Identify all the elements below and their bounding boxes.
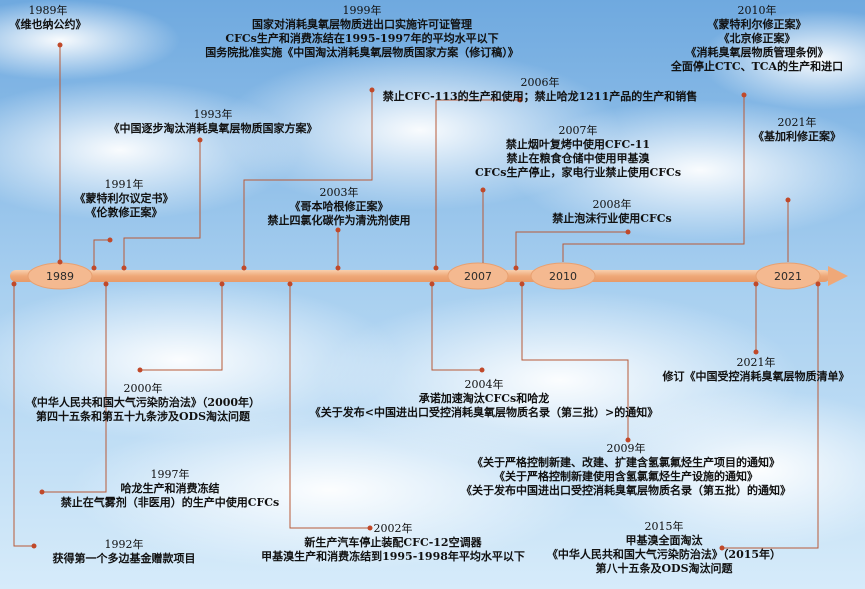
event-line: 《关于严格控制新建使用含氢氯氟烃生产设施的通知》: [494, 470, 758, 483]
event-year: 2004年: [464, 378, 504, 391]
event-line: 《消耗臭氧层物质管理条例》: [685, 46, 829, 59]
event-year: 1997年: [150, 468, 190, 481]
event-year: 2021年: [777, 116, 817, 129]
event-2002: 2002年 新生产汽车停止装配CFC-12空调器 甲基溴生产和消费冻结到1995…: [261, 522, 525, 564]
event-line: CFCs生产停止，家电行业禁止使用CFCs: [474, 166, 682, 179]
event-line: 第四十五条和第五十九条涉及ODS淘汰问题: [35, 410, 251, 423]
event-line: 修订《中国受控消耗臭氧层物质清单》: [662, 370, 850, 383]
event-line: 《维也纳公约》: [9, 18, 87, 31]
event-1997: 1997年 哈龙生产和消费冻结 禁止在气雾剂（非医用）的生产中使用CFCs: [61, 468, 280, 510]
event-year: 2009年: [606, 442, 646, 455]
event-line: 哈龙生产和消费冻结: [120, 482, 220, 495]
event-2021b: 2021年 修订《中国受控消耗臭氧层物质清单》: [663, 356, 850, 384]
event-line: 获得第一个多边基金赠款项目: [52, 552, 196, 565]
event-2000: 2000年 《中华人民共和国大气污染防治法》（2000年） 第四十五条和第五十九…: [26, 382, 260, 424]
event-2021: 2021年 《基加利修正案》: [753, 116, 841, 144]
event-year: 2003年: [319, 186, 359, 199]
event-year: 2006年: [520, 76, 560, 89]
event-2007: 2007年 禁止烟叶复烤中使用CFC-11 禁止在粮食仓储中使用甲基溴 CFCs…: [475, 124, 681, 180]
event-year: 1991年: [104, 178, 144, 191]
event-2009: 2009年 《关于严格控制新建、改建、扩建含氢氯氟烃生产项目的通知》 《关于严格…: [461, 442, 791, 498]
event-line: 全面停止CTC、TCA的生产和进口: [670, 60, 844, 73]
event-1993: 1993年 《中国逐步淘汰消耗臭氧层物质国家方案》: [109, 108, 318, 136]
event-line: 禁止泡沫行业使用CFCs: [552, 212, 672, 225]
event-line: 禁止在粮食仓储中使用甲基溴: [506, 152, 650, 165]
event-line: 第八十五条及ODS淘汰问题: [595, 562, 733, 575]
event-line: 《哥本哈根修正案》: [289, 200, 389, 213]
event-1991: 1991年 《蒙特利尔议定书》 《伦敦修正案》: [75, 178, 174, 220]
event-line: 国务院批准实施《中国淘汰消耗臭氧层物质国家方案（修订稿）》: [205, 46, 519, 59]
event-year: 2008年: [592, 198, 632, 211]
event-line: 新生产汽车停止装配CFC-12空调器: [304, 536, 482, 549]
event-year: 1993年: [193, 108, 233, 121]
event-line: 《中国逐步淘汰消耗臭氧层物质国家方案》: [108, 122, 318, 135]
event-line: 禁止CFC-113的生产和使用；禁止哈龙1211产品的生产和销售: [382, 90, 698, 103]
event-line: 甲基溴全面淘汰: [625, 534, 703, 547]
event-line: 《关于严格控制新建、改建、扩建含氢氯氟烃生产项目的通知》: [472, 456, 780, 469]
event-year: 2002年: [373, 522, 413, 535]
event-line: 《蒙特利尔修正案》: [707, 18, 807, 31]
event-line: 《中华人民共和国大气污染防治法》（2000年）: [25, 396, 261, 409]
event-line: CFCs生产和消费冻结在1995-1997年的平均水平以下: [225, 32, 499, 45]
event-year: 2000年: [123, 382, 163, 395]
event-1992: 1992年 获得第一个多边基金赠款项目: [53, 538, 196, 566]
event-1989: 1989年 《维也纳公约》: [10, 4, 87, 32]
event-2008: 2008年 禁止泡沫行业使用CFCs: [552, 198, 672, 226]
event-line: 《关于发布<中国进出口受控消耗臭氧层物质名录（第三批）>的通知》: [309, 406, 659, 419]
event-line: 《基加利修正案》: [753, 130, 841, 143]
event-2006: 2006年 禁止CFC-113的生产和使用；禁止哈龙1211产品的生产和销售: [383, 76, 697, 104]
event-2004: 2004年 承诺加速淘汰CFCs和哈龙 《关于发布<中国进出口受控消耗臭氧层物质…: [310, 378, 658, 420]
event-year: 1999年: [342, 4, 382, 17]
event-line: 国家对消耗臭氧层物质进出口实施许可证管理: [252, 18, 472, 31]
event-2003: 2003年 《哥本哈根修正案》 禁止四氯化碳作为清洗剂使用: [268, 186, 411, 228]
event-line: 甲基溴生产和消费冻结到1995-1998年平均水平以下: [261, 550, 525, 563]
event-line: 《中华人民共和国大气污染防治法》（2015年）: [546, 548, 782, 561]
event-line: 《伦敦修正案》: [85, 206, 163, 219]
event-2015: 2015年 甲基溴全面淘汰 《中华人民共和国大气污染防治法》（2015年） 第八…: [547, 520, 781, 576]
event-2010: 2010年 《蒙特利尔修正案》 《北京修正案》 《消耗臭氧层物质管理条例》 全面…: [671, 4, 843, 74]
event-line: 禁止在气雾剂（非医用）的生产中使用CFCs: [60, 496, 280, 509]
event-1999: 1999年 国家对消耗臭氧层物质进出口实施许可证管理 CFCs生产和消费冻结在1…: [205, 4, 519, 60]
event-line: 承诺加速淘汰CFCs和哈龙: [418, 392, 550, 405]
event-year: 1989年: [28, 4, 68, 17]
event-year: 1992年: [104, 538, 144, 551]
event-line: 《蒙特利尔议定书》: [74, 192, 174, 205]
event-year: 2007年: [558, 124, 598, 137]
event-line: 禁止四氯化碳作为清洗剂使用: [267, 214, 411, 227]
event-year: 2010年: [737, 4, 777, 17]
event-year: 2015年: [644, 520, 684, 533]
event-line: 《关于发布中国进出口受控消耗臭氧层物质名录（第五批）的通知》: [461, 484, 791, 497]
event-year: 2021年: [736, 356, 776, 369]
event-line: 《北京修正案》: [718, 32, 796, 45]
event-line: 禁止烟叶复烤中使用CFC-11: [505, 138, 651, 151]
